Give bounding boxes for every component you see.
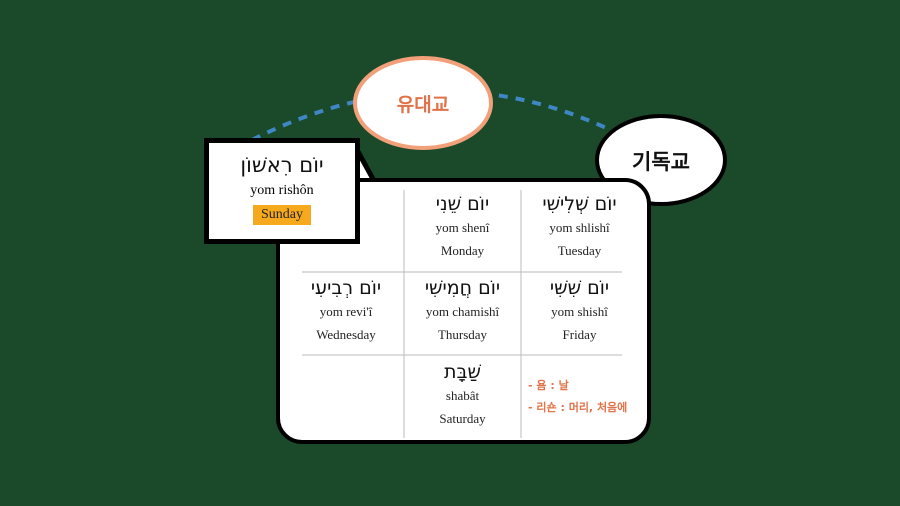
transliteration-text: yom shishî [551, 304, 608, 319]
note-rishon: - 리숀 : 머리, 처음에 [528, 401, 628, 414]
english-text: Saturday [439, 411, 486, 426]
judaism-label: 유대교 [396, 94, 450, 116]
hebrew-text: יוֹם רְבִיעִי [310, 277, 382, 299]
day-cell-tuesday: יוֹם שְׁלִישִׁי yom shlishî Tuesday [521, 192, 638, 261]
hebrew-text: יוֹם שִׁשִּׁי [549, 277, 610, 299]
transliteration-text: yom shenî [435, 220, 490, 235]
hebrew-text: יוֹם שֵׁנִי [435, 193, 490, 215]
transliteration-text: yom shlishî [549, 220, 610, 235]
english-text: Friday [562, 327, 597, 342]
day-cell-saturday: שַׁבָּת shabât Saturday [404, 360, 521, 429]
transliteration-text: yom revi'î [319, 304, 373, 319]
day-cell-friday: יוֹם שִׁשִּׁי yom shishî Friday [521, 276, 638, 345]
transliteration-text: yom chamishî [425, 304, 500, 319]
english-text: Monday [440, 243, 485, 258]
christianity-label: 기독교 [632, 150, 690, 174]
english-text: Tuesday [557, 243, 602, 258]
day-cell-wednesday: יוֹם רְבִיעִי yom revi'î Wednesday [288, 276, 404, 345]
judaism-bubble [353, 56, 493, 150]
hebrew-text: יוֹם רִאשׁוֹן [240, 153, 324, 177]
sunday-callout: יוֹם רִאשׁוֹן yom rishôn Sunday [204, 138, 360, 244]
transliteration-text: shabât [445, 388, 480, 403]
hebrew-text: יוֹם חֲמִישִׁי [424, 277, 501, 299]
day-cell-monday: יוֹם שֵׁנִי yom shenî Monday [404, 192, 521, 261]
english-text: Wednesday [316, 327, 376, 342]
hebrew-text: יוֹם שְׁלִישִׁי [542, 193, 617, 215]
dashed-arc [251, 89, 641, 147]
note-yom: - 욤 : 날 [528, 379, 569, 392]
days-card: יוֹם שֵׁנִי yom shenî Monday יוֹם שְׁלִי… [276, 178, 651, 444]
sunday-badge: Sunday [253, 205, 311, 225]
grid-lines [302, 190, 622, 438]
day-cell-thursday: יוֹם חֲמִישִׁי yom chamishî Thursday [404, 276, 521, 345]
transliteration-text: yom rishôn [250, 183, 314, 198]
hebrew-text: שַׁבָּת [444, 361, 481, 383]
english-text: Thursday [437, 327, 488, 342]
